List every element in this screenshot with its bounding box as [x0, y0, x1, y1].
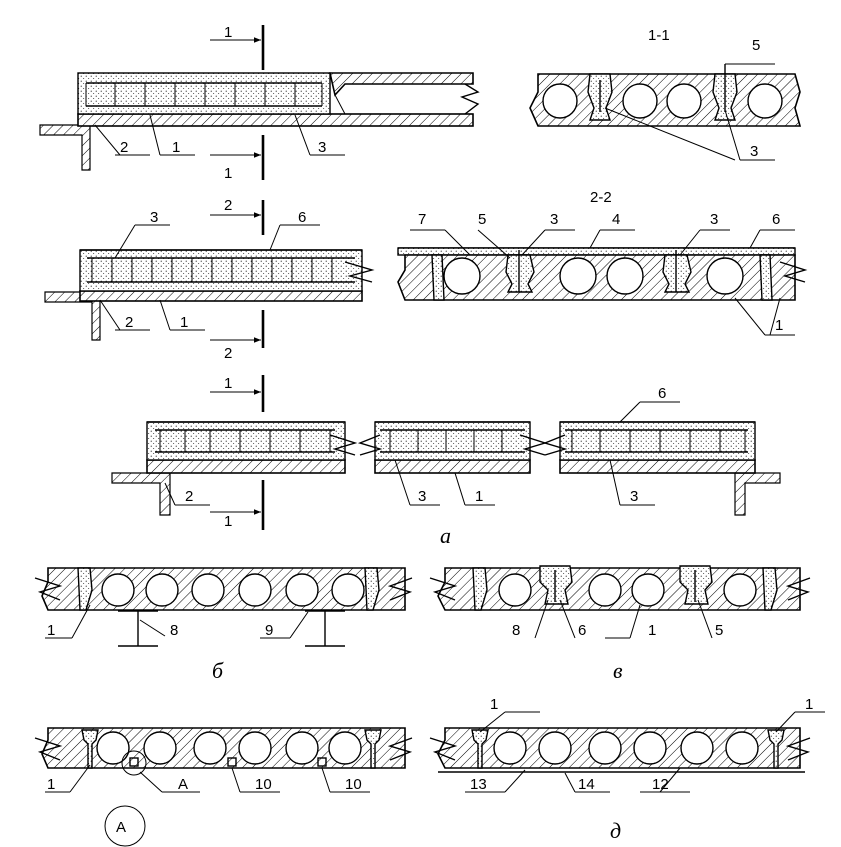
section-1-top: 1	[224, 375, 232, 392]
label-6: 6	[578, 622, 586, 639]
label-3: 3	[750, 143, 758, 160]
section-1-bottom: 1	[224, 513, 232, 530]
label-12: 12	[652, 776, 669, 793]
label-1: 1	[172, 139, 180, 156]
detail-marker-A: А	[116, 819, 126, 836]
label-1: 1	[775, 317, 783, 334]
label-1: 1	[47, 776, 55, 793]
label-8: 8	[512, 622, 520, 639]
figure-letter-a: а	[440, 523, 451, 548]
label-3: 3	[630, 488, 638, 505]
label-6: 6	[298, 209, 306, 226]
label-2: 2	[120, 139, 128, 156]
label-1: 1	[180, 314, 188, 331]
label-6: 6	[772, 211, 780, 228]
figure-letter-v: в	[613, 658, 623, 683]
label-13: 13	[470, 776, 487, 793]
label-5: 5	[715, 622, 723, 639]
label-3: 3	[550, 211, 558, 228]
label-1: 1	[475, 488, 483, 505]
label-3: 3	[150, 209, 158, 226]
figure-g	[34, 727, 413, 847]
section-1-1	[529, 63, 802, 161]
label-8: 8	[170, 622, 178, 639]
label-6: 6	[658, 385, 666, 402]
label-3: 3	[318, 139, 326, 156]
label-1: 1	[490, 696, 498, 713]
section-1-1-title: 1-1	[648, 27, 670, 44]
label-7: 7	[418, 211, 426, 228]
label-14: 14	[578, 776, 595, 793]
label-2: 2	[125, 314, 133, 331]
label-9: 9	[265, 622, 273, 639]
label-1: 1	[648, 622, 656, 639]
section-1-bottom: 1	[224, 165, 232, 182]
label-5: 5	[752, 37, 760, 54]
label-1: 1	[805, 696, 813, 713]
section-2-2	[397, 229, 808, 336]
section-1-top: 1	[224, 24, 232, 41]
label-10: 10	[345, 776, 362, 793]
row2-plan	[44, 200, 375, 348]
section-2-2-title: 2-2	[590, 189, 612, 206]
row3-plan	[111, 375, 781, 530]
section-2-top: 2	[224, 197, 232, 214]
figure-letter-b: б	[212, 658, 224, 683]
figure-v	[429, 565, 811, 639]
row1-plan	[39, 25, 480, 180]
label-1: 1	[47, 622, 55, 639]
label-3: 3	[418, 488, 426, 505]
label-5: 5	[478, 211, 486, 228]
label-10: 10	[255, 776, 272, 793]
section-2-bottom: 2	[224, 345, 232, 362]
figure-b	[34, 567, 413, 647]
label-4: 4	[612, 211, 620, 228]
figure-d	[429, 711, 825, 793]
label-A: А	[178, 776, 188, 793]
figure-letter-d: д	[610, 818, 621, 843]
label-2: 2	[185, 488, 193, 505]
label-3: 3	[710, 211, 718, 228]
